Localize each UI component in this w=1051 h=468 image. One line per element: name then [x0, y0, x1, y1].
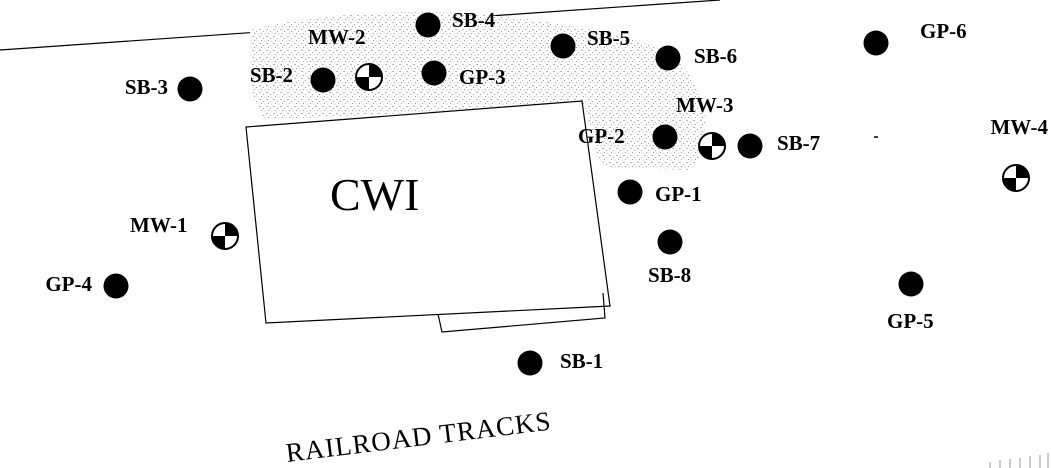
boring-icon — [103, 273, 129, 299]
building-label: CWI — [330, 169, 419, 220]
impacted-area — [249, 12, 705, 170]
boring-sb-2: SB-2 — [250, 63, 336, 93]
location-label: SB-6 — [694, 44, 737, 68]
location-label: SB-4 — [452, 8, 496, 32]
monitoring-well-mw-3: MW-3 — [676, 93, 734, 160]
monitoring-well-mw-2: MW-2 — [308, 25, 383, 91]
boring-gp-3: GP-3 — [421, 60, 506, 89]
boring-sb-5: SB-5 — [550, 26, 630, 59]
location-label: SB-7 — [777, 131, 820, 155]
boring-icon — [657, 229, 683, 255]
location-label: SB-3 — [125, 75, 168, 99]
monitoring-well-mw-4: MW-4 — [990, 115, 1048, 192]
boring-icon — [737, 133, 763, 159]
boring-icon — [652, 124, 678, 150]
boring-icon — [898, 271, 924, 297]
sample-locations: SB-4MW-2 SB-5SB-6 GP-6SB-3 SB-2 GP-3MW-3GP-2… — [45, 8, 1048, 376]
boring-icon — [415, 12, 441, 38]
boring-gp-2: GP-2 — [578, 124, 678, 150]
boring-icon — [177, 76, 203, 102]
boring-sb-8: SB-8 — [648, 229, 691, 287]
boring-icon — [421, 60, 447, 86]
boring-sb-1: SB-1 — [517, 349, 603, 376]
location-label: MW-1 — [130, 213, 188, 237]
boring-gp-6: GP-6 — [863, 19, 967, 56]
railroad-tick-marks — [989, 453, 1049, 468]
boring-icon — [517, 350, 543, 376]
location-label: GP-2 — [578, 124, 625, 148]
building-outline — [245, 100, 611, 324]
location-label: MW-3 — [676, 93, 734, 117]
location-label: SB-2 — [250, 63, 293, 87]
location-label: SB-1 — [560, 349, 603, 373]
boring-icon — [863, 30, 889, 56]
location-label: MW-4 — [990, 115, 1048, 139]
monitoring-well-icon — [698, 132, 726, 160]
boring-sb-7: SB-7 — [737, 131, 820, 159]
boring-gp-1: GP-1 — [617, 179, 702, 206]
building-annex — [437, 292, 606, 333]
location-label: SB-5 — [587, 26, 630, 50]
monitoring-well-icon — [355, 63, 383, 91]
location-label: GP-1 — [655, 182, 702, 206]
location-label: MW-2 — [308, 25, 366, 49]
boring-sb-6: SB-6 — [655, 44, 737, 71]
boring-icon — [310, 67, 336, 93]
monitoring-well-icon — [211, 222, 239, 250]
boring-icon — [617, 179, 643, 205]
railroad-label: RAILROAD TRACKS — [284, 406, 553, 468]
boring-gp-4: GP-4 — [45, 272, 129, 299]
monitoring-well-mw-1: MW-1 — [130, 213, 239, 250]
boring-gp-5: GP-5 — [887, 271, 934, 333]
location-label: GP-5 — [887, 309, 934, 333]
boring-sb-3: SB-3 — [125, 75, 203, 102]
location-label: GP-3 — [459, 65, 506, 89]
boring-icon — [550, 33, 576, 59]
boring-icon — [655, 45, 681, 71]
monitoring-well-icon — [1002, 164, 1030, 192]
location-label: SB-8 — [648, 263, 691, 287]
location-label: GP-4 — [45, 272, 92, 296]
boring-sb-4: SB-4 — [415, 8, 496, 38]
location-label: GP-6 — [920, 19, 967, 43]
